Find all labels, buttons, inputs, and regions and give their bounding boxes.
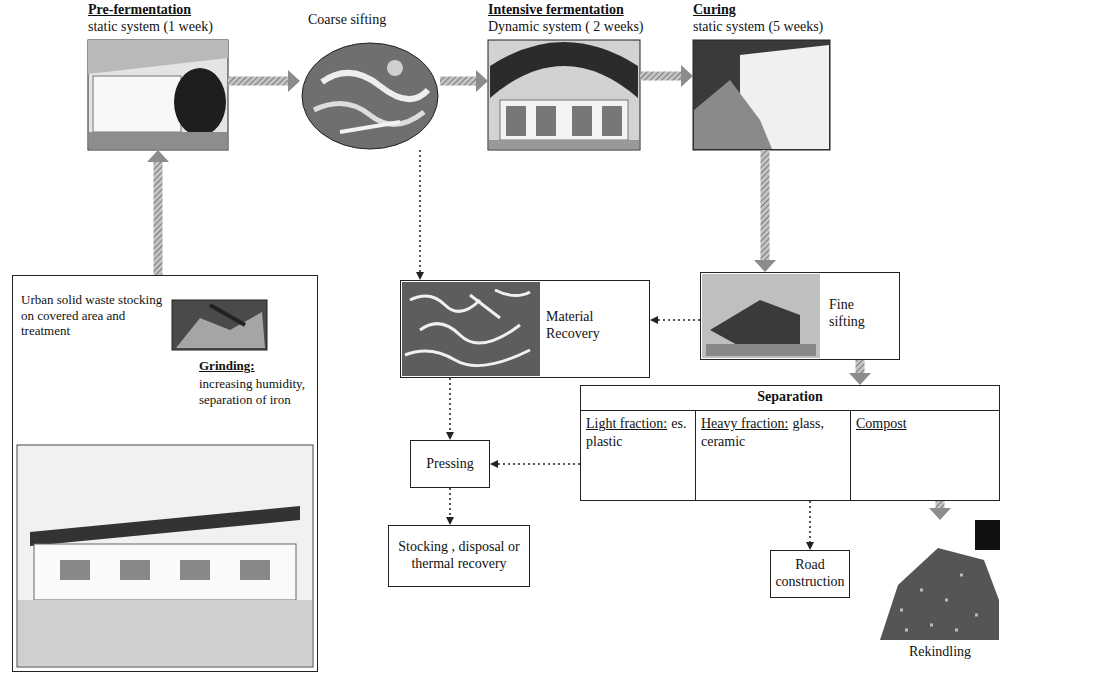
box-label: Pressing xyxy=(426,456,473,473)
stage-photo: Curingstatic system (5 weeks) xyxy=(693,2,830,150)
photo-wall xyxy=(93,76,181,132)
text-slot: Fine sifting xyxy=(829,297,891,331)
photo-frame xyxy=(88,40,228,150)
stage-heading: Pre-fermentation xyxy=(88,2,228,19)
photo-grain xyxy=(900,575,978,630)
process-box: Pressing xyxy=(410,440,490,488)
photo-frame xyxy=(17,445,313,667)
photo-door xyxy=(602,106,622,136)
stage-heading: Dynamic system ( 2 weeks) xyxy=(488,19,640,36)
recovery-arrow xyxy=(449,378,451,432)
photo-building xyxy=(34,544,296,600)
cell-body: Heavy fraction:glass, ceramic xyxy=(696,411,850,455)
photo-pile xyxy=(176,312,265,348)
text-slot: increasing humidity, separation of iron xyxy=(199,376,315,407)
photo-floor xyxy=(489,140,639,149)
recovery-arrow xyxy=(419,150,421,272)
stage-heading: Curing xyxy=(693,2,830,19)
flow-arrow xyxy=(856,360,865,373)
panel-text: Urban solid waste stocking on covered ar… xyxy=(21,292,166,339)
cell-body: Light fraction:es. plastic xyxy=(581,411,695,455)
fraction-cell: Compost xyxy=(850,410,1000,501)
photo-door xyxy=(536,106,556,136)
flow-arrow xyxy=(761,150,770,260)
text-slot: Grinding: xyxy=(199,358,315,374)
photo-door xyxy=(572,106,592,136)
text-slot: Material Recovery xyxy=(546,309,646,343)
fraction-cell: Light fraction:es. plastic xyxy=(580,410,696,501)
flow-arrow xyxy=(228,77,288,86)
photo-frame xyxy=(172,300,267,350)
photo-window xyxy=(120,560,150,580)
stage-heading: static system (5 weeks) xyxy=(693,19,830,36)
panel-text: Grinding: xyxy=(199,358,315,374)
table-heading: Separation xyxy=(581,389,999,406)
photo-window xyxy=(240,560,270,580)
cell-text: Heavy fraction: xyxy=(701,416,788,431)
photo-ground xyxy=(706,344,816,356)
flow-arrow xyxy=(640,72,681,81)
recovery-arrow xyxy=(658,319,700,321)
recovery-arrow xyxy=(449,488,451,517)
stage-heading: Intensive fermentation xyxy=(488,2,640,19)
photo-frame xyxy=(702,274,820,358)
photo-plastic xyxy=(405,290,530,366)
photo-waste xyxy=(314,104,424,125)
photo-waste xyxy=(322,73,428,99)
recovery-arrow xyxy=(498,463,580,465)
flow-arrow xyxy=(440,77,476,86)
photo-frame xyxy=(488,40,640,150)
photo-arm xyxy=(210,305,245,325)
stage-photo: Pre-fermentationstatic system (1 week) xyxy=(88,2,228,150)
photo-door xyxy=(506,106,526,136)
photo-floor xyxy=(89,132,227,149)
outcome-box: Road construction xyxy=(770,550,850,598)
photo-frame xyxy=(402,282,540,376)
photo-window xyxy=(60,560,90,580)
photo-window xyxy=(180,560,210,580)
photo-roof xyxy=(490,42,638,98)
photo-facade xyxy=(500,100,628,140)
photo-waste xyxy=(387,60,403,76)
photo-frame xyxy=(302,43,438,149)
photo-pile xyxy=(694,80,772,149)
stage-photo: Intensive fermentationDynamic system ( 2… xyxy=(488,2,640,150)
process-box: Material Recovery xyxy=(400,280,650,378)
panel-text: increasing humidity, separation of iron xyxy=(199,376,315,407)
photo-drum xyxy=(174,68,226,136)
flow-arrow xyxy=(154,162,163,275)
process-panel: Urban solid waste stocking on covered ar… xyxy=(12,275,318,672)
stage-photo: Coarse sifting xyxy=(300,12,440,150)
stage-heading: static system (1 week) xyxy=(88,19,228,36)
photo-roof xyxy=(88,40,228,74)
photo-caption: Rekindling xyxy=(880,644,1000,661)
cell-text: Compost xyxy=(856,416,907,431)
text-slot: Urban solid waste stocking on covered ar… xyxy=(21,292,166,339)
outcome-box: Stocking , disposal or thermal recovery xyxy=(388,525,530,587)
photo-ground xyxy=(18,600,312,666)
box-label: Material Recovery xyxy=(546,309,646,343)
photo-frame xyxy=(880,520,1000,640)
photo-compost xyxy=(880,548,999,640)
stage-heading: Coarse sifting xyxy=(308,12,440,29)
box-label: Fine sifting xyxy=(829,297,891,331)
product-photo: Rekindling xyxy=(880,520,1000,672)
process-box: Fine sifting xyxy=(700,272,900,360)
photo-corner xyxy=(975,520,1000,550)
photo-roof xyxy=(30,506,300,546)
fraction-cell: Heavy fraction:glass, ceramic xyxy=(695,410,851,501)
cell-text: Light fraction: xyxy=(586,416,667,431)
photo-waste xyxy=(340,122,400,132)
recovery-arrow xyxy=(809,501,811,542)
separation-table: SeparationLight fraction:es. plasticHeav… xyxy=(580,385,1000,501)
photo-frame xyxy=(693,40,830,150)
box-label: Stocking , disposal or thermal recovery xyxy=(394,539,524,573)
box-label: Road construction xyxy=(775,557,844,591)
flow-arrow xyxy=(936,501,945,508)
connectors xyxy=(158,76,940,542)
cell-body: Compost xyxy=(851,411,999,437)
text-slot: Rekindling xyxy=(880,644,1000,661)
